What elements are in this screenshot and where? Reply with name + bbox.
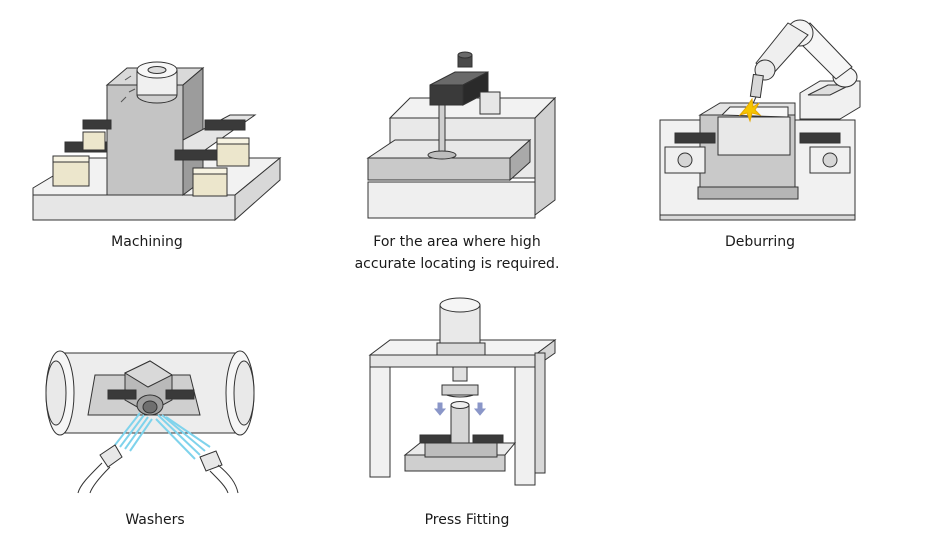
caption-press-fitting: Press Fitting <box>424 512 510 528</box>
panel-locating <box>360 50 560 220</box>
caption-locating-line1: For the area where high <box>373 234 541 250</box>
panel-washers <box>40 345 260 495</box>
machining-illustration <box>32 61 282 222</box>
panel-machining <box>25 40 285 225</box>
caption-locating-line2: accurate locating is required. <box>354 256 560 272</box>
deburring-illustration <box>659 19 861 221</box>
panel-press-fitting <box>365 295 560 490</box>
washers-illustration <box>45 350 255 494</box>
caption-washers: Washers <box>125 512 185 528</box>
caption-machining: Machining <box>111 234 183 250</box>
caption-deburring: Deburring <box>724 234 796 250</box>
locating-illustration <box>366 51 557 219</box>
panel-deburring <box>659 15 861 221</box>
press-fitting-illustration <box>368 297 557 486</box>
